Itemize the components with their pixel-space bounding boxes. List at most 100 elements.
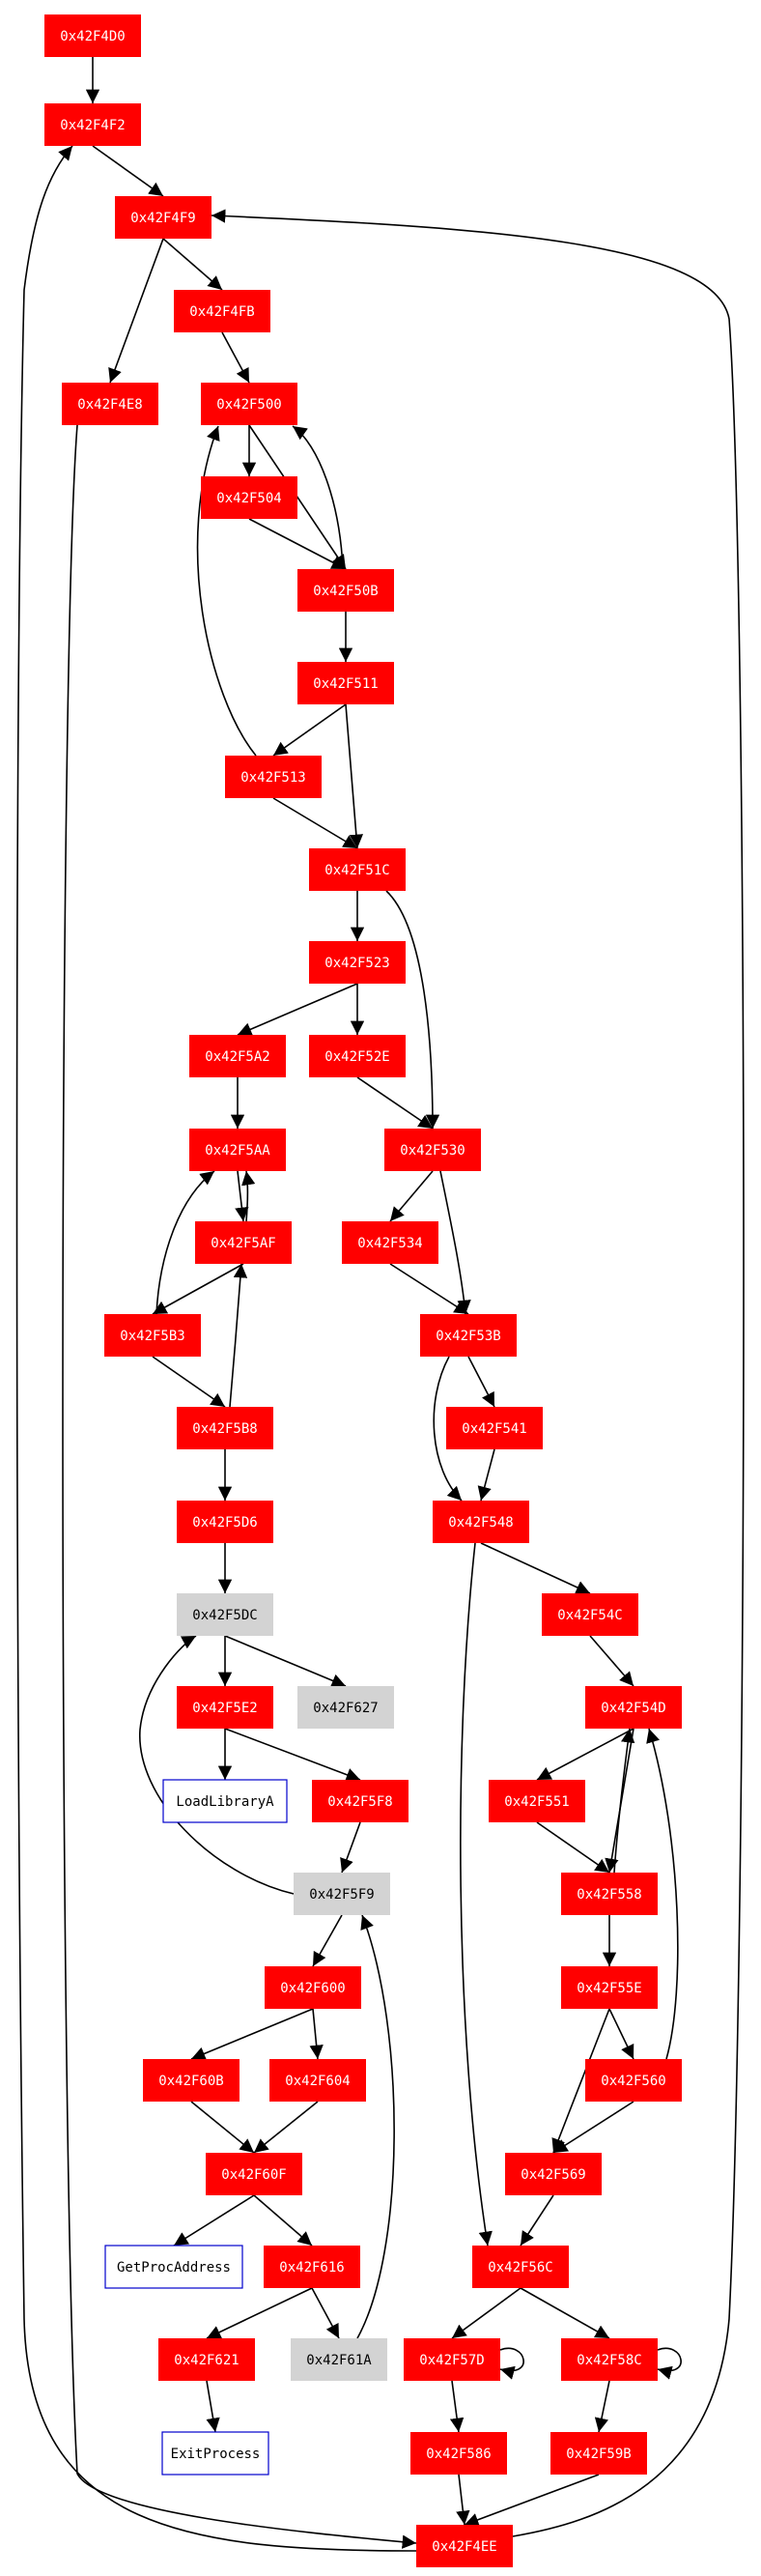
node-0x42F4F9[interactable]: 0x42F4F9 bbox=[115, 196, 211, 239]
node-label: 0x42F5DC bbox=[192, 1608, 257, 1623]
node-label: 0x42F54D bbox=[601, 1701, 665, 1716]
node-0x42F534[interactable]: 0x42F534 bbox=[342, 1221, 438, 1264]
node-0x42F621[interactable]: 0x42F621 bbox=[158, 2338, 255, 2381]
node-0x42F53B[interactable]: 0x42F53B bbox=[420, 1314, 517, 1357]
node-0x42F55E[interactable]: 0x42F55E bbox=[561, 1966, 658, 2009]
node-box bbox=[416, 2525, 513, 2567]
edge-42F604-to-42F60F bbox=[253, 2101, 319, 2154]
node-0x42F548[interactable]: 0x42F548 bbox=[433, 1501, 529, 1543]
node-0x42F513[interactable]: 0x42F513 bbox=[225, 756, 322, 798]
edge-42F4F2-to-42F4F9 bbox=[92, 145, 164, 197]
edge-42F586-to-42F4EE bbox=[456, 2474, 470, 2526]
node-0x42F5E2[interactable]: 0x42F5E2 bbox=[177, 1686, 273, 1729]
node-box bbox=[189, 1129, 286, 1171]
edge-42F5B3-to-42F5AA bbox=[155, 1170, 215, 1315]
node-box bbox=[489, 1780, 585, 1822]
node-0x42F5A2[interactable]: 0x42F5A2 bbox=[189, 1035, 286, 1077]
node-label: 0x42F4F9 bbox=[130, 211, 195, 226]
node-0x42F511[interactable]: 0x42F511 bbox=[297, 662, 394, 704]
node-label: 0x42F548 bbox=[448, 1515, 513, 1531]
node-label: 0x42F5B8 bbox=[192, 1421, 257, 1437]
node-GetProcAddress[interactable]: GetProcAddress bbox=[104, 2245, 243, 2289]
node-label: 0x42F500 bbox=[216, 397, 281, 413]
node-0x42F58C[interactable]: 0x42F58C bbox=[561, 2338, 658, 2381]
node-box bbox=[309, 941, 406, 984]
edge-42F4EE-to-42F4F9 bbox=[211, 209, 745, 2537]
node-box bbox=[505, 2153, 602, 2195]
node-0x42F51C[interactable]: 0x42F51C bbox=[309, 848, 406, 891]
node-0x42F604[interactable]: 0x42F604 bbox=[269, 2059, 366, 2102]
edge-42F4E8-to-42F4EE bbox=[62, 424, 417, 2549]
node-0x42F541[interactable]: 0x42F541 bbox=[446, 1407, 543, 1449]
edge-42F5AF-to-42F5B3 bbox=[152, 1263, 244, 1315]
edge-42F5DC-to-42F627 bbox=[224, 1635, 347, 1688]
node-0x42F5DC[interactable]: 0x42F5DC bbox=[177, 1593, 273, 1636]
node-box bbox=[309, 1035, 406, 1077]
node-0x42F54D[interactable]: 0x42F54D bbox=[585, 1686, 682, 1729]
node-label: 0x42F4EE bbox=[432, 2539, 496, 2555]
node-label: 0x42F60F bbox=[221, 2167, 286, 2183]
node-0x42F5B3[interactable]: 0x42F5B3 bbox=[104, 1314, 201, 1357]
node-0x42F5F8[interactable]: 0x42F5F8 bbox=[312, 1780, 409, 1822]
node-0x42F50B[interactable]: 0x42F50B bbox=[297, 569, 394, 612]
node-ExitProcess[interactable]: ExitProcess bbox=[161, 2431, 269, 2476]
node-0x42F4EE[interactable]: 0x42F4EE bbox=[416, 2525, 513, 2567]
node-0x42F504[interactable]: 0x42F504 bbox=[201, 476, 297, 519]
node-0x42F558[interactable]: 0x42F558 bbox=[561, 1873, 658, 1915]
node-box bbox=[225, 756, 322, 798]
node-0x42F569[interactable]: 0x42F569 bbox=[505, 2153, 602, 2195]
edge-42F513-to-42F500 bbox=[196, 425, 257, 757]
node-0x42F5F9[interactable]: 0x42F5F9 bbox=[294, 1873, 390, 1915]
node-0x42F616[interactable]: 0x42F616 bbox=[264, 2246, 360, 2288]
node-label: 0x42F534 bbox=[357, 1236, 422, 1251]
node-0x42F59B[interactable]: 0x42F59B bbox=[550, 2432, 647, 2475]
node-label: 0x42F54C bbox=[557, 1608, 622, 1623]
node-0x42F54C[interactable]: 0x42F54C bbox=[542, 1593, 638, 1636]
node-0x42F4D0[interactable]: 0x42F4D0 bbox=[44, 14, 141, 57]
node-box bbox=[177, 1501, 273, 1543]
node-0x42F56C[interactable]: 0x42F56C bbox=[472, 2246, 569, 2288]
node-0x42F5AA[interactable]: 0x42F5AA bbox=[189, 1129, 286, 1171]
node-0x42F52E[interactable]: 0x42F52E bbox=[309, 1035, 406, 1077]
node-box bbox=[195, 1221, 292, 1264]
node-box bbox=[161, 2431, 269, 2476]
node-label: 0x42F60B bbox=[158, 2074, 223, 2089]
node-0x42F4E8[interactable]: 0x42F4E8 bbox=[62, 383, 158, 425]
edge-42F59B-to-42F4EE bbox=[464, 2474, 600, 2527]
node-0x42F4F2[interactable]: 0x42F4F2 bbox=[44, 103, 141, 146]
edge-42F54C-to-42F54D bbox=[589, 1635, 634, 1687]
node-label: 0x42F558 bbox=[577, 1887, 641, 1903]
node-box bbox=[104, 1314, 201, 1357]
node-box bbox=[297, 662, 394, 704]
node-0x42F500[interactable]: 0x42F500 bbox=[201, 383, 297, 425]
edge-42F504-to-42F50B bbox=[248, 518, 347, 570]
node-0x42F5B8[interactable]: 0x42F5B8 bbox=[177, 1407, 273, 1449]
node-0x42F5D6[interactable]: 0x42F5D6 bbox=[177, 1501, 273, 1543]
node-LoadLibraryA[interactable]: LoadLibraryA bbox=[162, 1779, 288, 1823]
node-0x42F57D[interactable]: 0x42F57D bbox=[404, 2338, 500, 2381]
edge-42F55E-to-42F560 bbox=[608, 2008, 634, 2060]
node-box bbox=[62, 383, 158, 425]
node-0x42F523[interactable]: 0x42F523 bbox=[309, 941, 406, 984]
node-0x42F551[interactable]: 0x42F551 bbox=[489, 1780, 585, 1822]
node-box bbox=[472, 2246, 569, 2288]
node-0x42F4FB[interactable]: 0x42F4FB bbox=[174, 290, 270, 332]
node-0x42F586[interactable]: 0x42F586 bbox=[410, 2432, 507, 2475]
node-box bbox=[174, 290, 270, 332]
node-0x42F600[interactable]: 0x42F600 bbox=[265, 1966, 361, 2009]
node-0x42F5AF[interactable]: 0x42F5AF bbox=[195, 1221, 292, 1264]
node-0x42F60F[interactable]: 0x42F60F bbox=[206, 2153, 302, 2195]
node-0x42F530[interactable]: 0x42F530 bbox=[384, 1129, 481, 1171]
node-0x42F627[interactable]: 0x42F627 bbox=[297, 1686, 394, 1729]
node-box bbox=[206, 2153, 302, 2195]
node-0x42F60B[interactable]: 0x42F60B bbox=[143, 2059, 240, 2102]
node-0x42F61A[interactable]: 0x42F61A bbox=[291, 2338, 387, 2381]
node-label: 0x42F56C bbox=[488, 2260, 552, 2275]
edge-42F621-to-ExitProcess bbox=[206, 2380, 220, 2433]
node-0x42F560[interactable]: 0x42F560 bbox=[585, 2059, 682, 2102]
node-box bbox=[585, 1686, 682, 1729]
node-label: GetProcAddress bbox=[117, 2260, 231, 2275]
edge-42F55E-to-42F569 bbox=[551, 2008, 610, 2154]
node-label: 0x42F5E2 bbox=[192, 1701, 257, 1716]
edge-42F511-to-42F51C bbox=[345, 703, 364, 849]
